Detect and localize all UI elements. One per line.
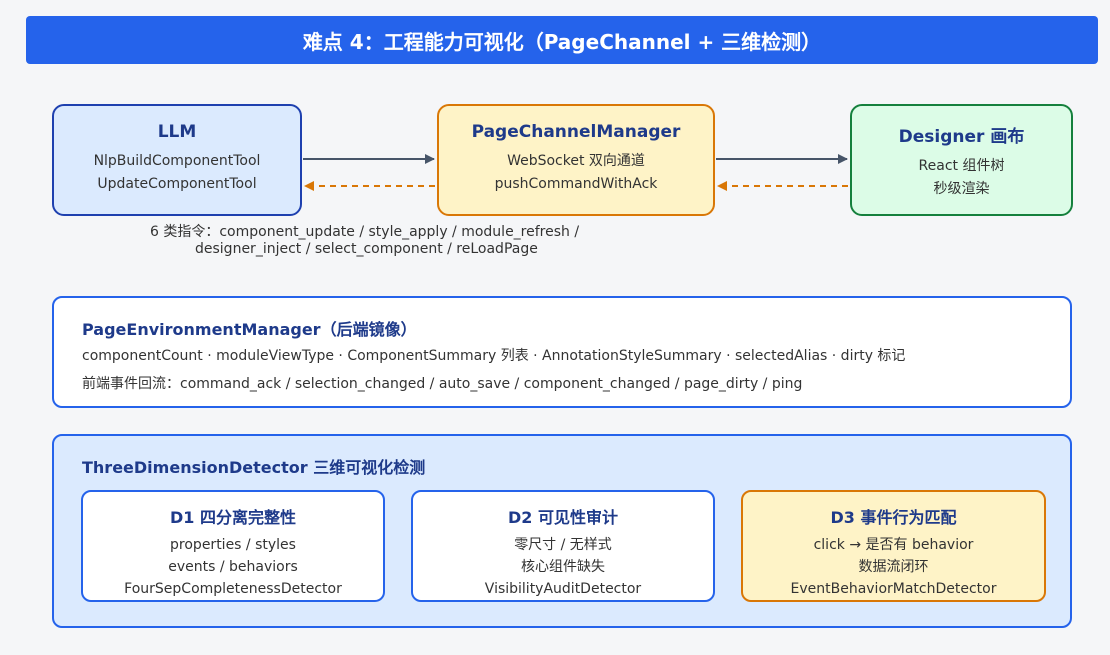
detector-d2-card: D2 可见性审计 零尺寸 / 无样式 核心组件缺失 VisibilityAudi…: [411, 490, 715, 602]
designer-title: Designer 画布: [898, 127, 1025, 147]
designer-line: 秒级渲染: [933, 181, 990, 197]
d1-line: events / behaviors: [168, 559, 298, 575]
llm-line: NlpBuildComponentTool: [93, 153, 261, 169]
page-channel-title: PageChannelManager: [471, 122, 681, 142]
detector-panel: ThreeDimensionDetector 三维可视化检测 D1 四分离完整性…: [52, 434, 1072, 628]
detector-d1-card: D1 四分离完整性 properties / styles events / b…: [81, 490, 385, 602]
d1-line: properties / styles: [170, 537, 296, 553]
d3-line: 数据流闭环: [858, 559, 929, 575]
page-environment-panel: PageEnvironmentManager（后端镜像） componentCo…: [52, 296, 1072, 408]
detector-title: ThreeDimensionDetector 三维可视化检测: [82, 458, 426, 477]
llm-title: LLM: [157, 122, 197, 142]
d2-title: D2 可见性审计: [508, 508, 618, 527]
d3-line: EventBehaviorMatchDetector: [790, 581, 997, 597]
d2-line: VisibilityAuditDetector: [484, 581, 642, 597]
designer-node: Designer 画布 React 组件树 秒级渲染: [850, 104, 1073, 216]
page-environment-fields: componentCount · moduleViewType · Compon…: [82, 348, 906, 364]
d3-line: click → 是否有 behavior: [813, 537, 974, 553]
d2-line: 核心组件缺失: [521, 559, 605, 575]
page-environment-title: PageEnvironmentManager（后端镜像）: [82, 320, 417, 339]
page-channel-line: WebSocket 双向通道: [507, 153, 645, 169]
d1-title: D1 四分离完整性: [170, 508, 296, 527]
title-banner: 难点 4：工程能力可视化（PageChannel + 三维检测）: [26, 16, 1098, 64]
page-channel-line: pushCommandWithAck: [494, 176, 658, 192]
d1-line: FourSepCompletenessDetector: [124, 581, 342, 597]
page-channel-node: PageChannelManager WebSocket 双向通道 pushCo…: [437, 104, 715, 216]
commands-note-line1: 6 类指令：component_update / style_apply / m…: [150, 224, 580, 240]
designer-line: React 组件树: [918, 158, 1005, 174]
d2-line: 零尺寸 / 无样式: [514, 537, 612, 553]
llm-line: UpdateComponentTool: [97, 176, 257, 192]
detector-d3-card: D3 事件行为匹配 click → 是否有 behavior 数据流闭环 Eve…: [741, 490, 1046, 602]
page-title: 难点 4：工程能力可视化（PageChannel + 三维检测）: [302, 29, 822, 54]
llm-node: LLM NlpBuildComponentTool UpdateComponen…: [52, 104, 302, 216]
commands-note-line2: designer_inject / select_component / reL…: [195, 241, 538, 257]
page-environment-events: 前端事件回流：command_ack / selection_changed /…: [82, 376, 803, 392]
d3-title: D3 事件行为匹配: [830, 508, 957, 527]
